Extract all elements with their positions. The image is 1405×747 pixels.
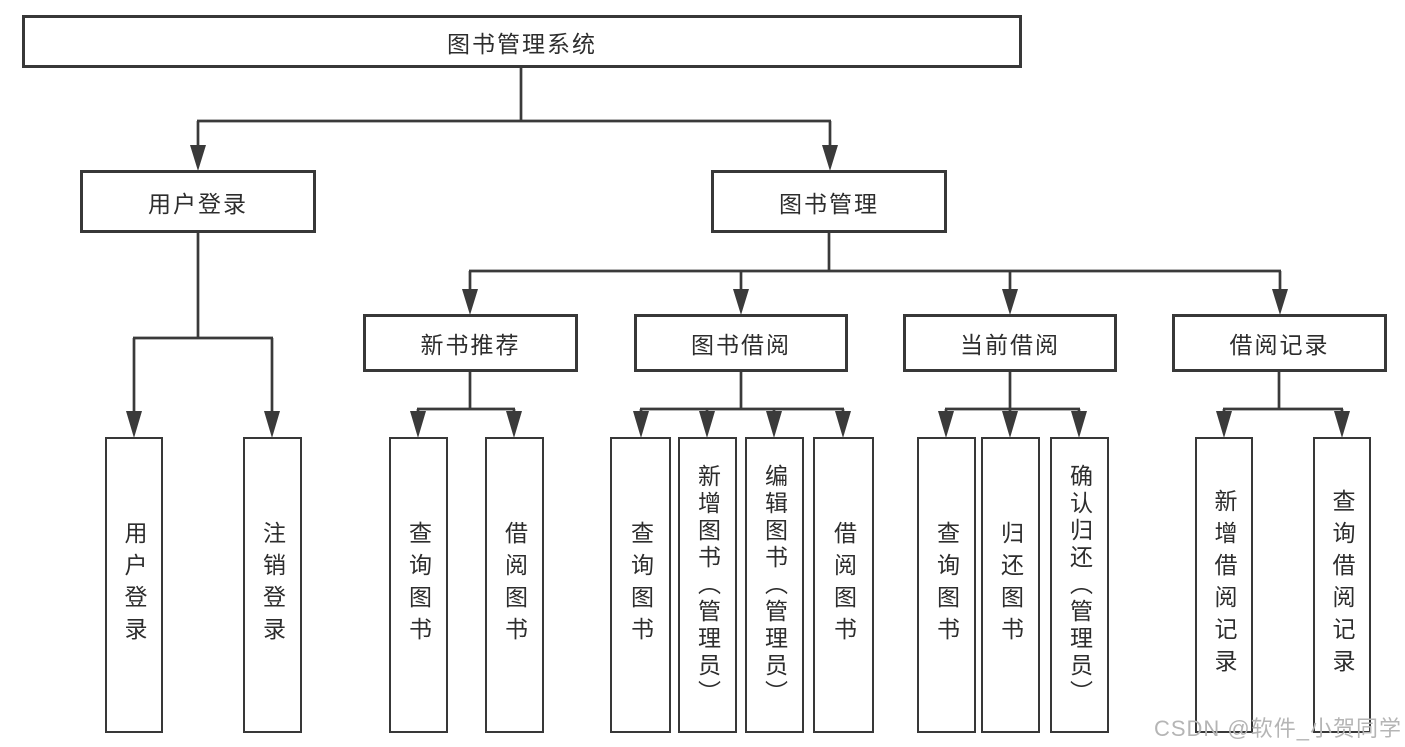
node-book-management-label: 图书管理	[779, 190, 879, 217]
leaf-recommend-borrow-book-label: 借阅图书	[501, 521, 528, 649]
csdn-watermark: CSDN @软件_小贺同学	[1153, 716, 1402, 741]
leaf-borrow-book: 借阅图书	[813, 437, 874, 733]
leaf-logout: 注销登录	[243, 437, 302, 733]
leaf-return-book-label: 归还图书	[997, 521, 1024, 649]
node-new-book-recommend: 新书推荐	[363, 314, 578, 372]
leaf-add-book-admin-label: 新增图书（管理员）	[694, 463, 721, 707]
node-book-borrow-label: 图书借阅	[691, 332, 791, 358]
leaf-confirm-return-admin-label: 确认归还（管理员）	[1066, 463, 1093, 707]
node-current-borrow-label: 当前借阅	[960, 332, 1060, 358]
leaf-borrow-book-label: 借阅图书	[830, 521, 857, 649]
leaf-add-book-admin: 新增图书（管理员）	[678, 437, 737, 733]
leaf-borrow-query-book: 查询图书	[610, 437, 671, 733]
node-root: 图书管理系统	[22, 15, 1022, 68]
node-root-label: 图书管理系统	[447, 30, 597, 57]
node-user-login: 用户登录	[80, 170, 316, 233]
leaf-current-query-book-label: 查询图书	[933, 521, 960, 649]
leaf-edit-book-admin: 编辑图书（管理员）	[745, 437, 804, 733]
node-borrow-records: 借阅记录	[1172, 314, 1387, 372]
node-borrow-records-label: 借阅记录	[1229, 332, 1330, 358]
leaf-query-borrow-record-label: 查询借阅记录	[1329, 489, 1355, 681]
node-current-borrow: 当前借阅	[903, 314, 1117, 372]
node-user-login-label: 用户登录	[148, 190, 248, 217]
leaf-user-login-label: 用户登录	[121, 521, 147, 649]
node-book-management: 图书管理	[711, 170, 947, 233]
leaf-recommend-query-book-label: 查询图书	[405, 521, 432, 649]
node-new-book-recommend-label: 新书推荐	[420, 332, 521, 358]
leaf-user-login: 用户登录	[105, 437, 163, 733]
leaf-add-borrow-record-label: 新增借阅记录	[1211, 489, 1237, 681]
node-book-borrow: 图书借阅	[634, 314, 848, 372]
leaf-logout-label: 注销登录	[259, 521, 286, 649]
leaf-recommend-borrow-book: 借阅图书	[485, 437, 544, 733]
leaf-current-query-book: 查询图书	[917, 437, 976, 733]
leaf-return-book: 归还图书	[981, 437, 1040, 733]
leaf-recommend-query-book: 查询图书	[389, 437, 448, 733]
leaf-confirm-return-admin: 确认归还（管理员）	[1050, 437, 1109, 733]
leaf-query-borrow-record: 查询借阅记录	[1313, 437, 1371, 733]
leaf-add-borrow-record: 新增借阅记录	[1195, 437, 1253, 733]
leaf-edit-book-admin-label: 编辑图书（管理员）	[761, 463, 788, 707]
leaf-borrow-query-book-label: 查询图书	[627, 521, 654, 649]
